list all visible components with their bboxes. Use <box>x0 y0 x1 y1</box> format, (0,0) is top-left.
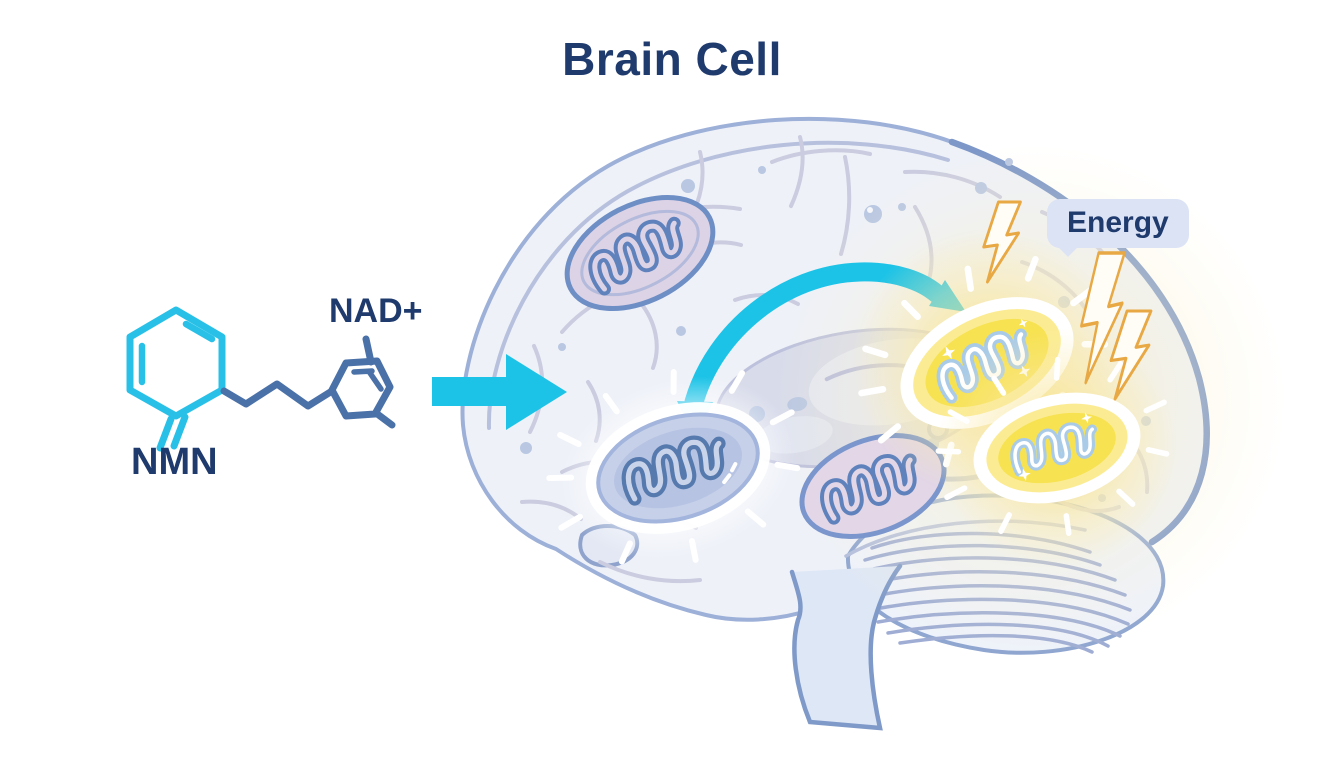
nad-label: NAD+ <box>329 292 423 330</box>
nmn-molecule <box>126 306 396 452</box>
nmn-ring <box>126 306 226 420</box>
brain-stem <box>789 563 903 731</box>
energy-label: Energy <box>1067 206 1169 239</box>
mitochondrion-energized-secondary <box>912 328 1203 568</box>
molecule-chain <box>220 380 336 410</box>
mitochondrion-resting-top <box>564 194 716 312</box>
cortex-inner-line <box>486 140 950 430</box>
page-title: Brain Cell <box>562 33 782 85</box>
right-arrow-icon <box>432 354 567 430</box>
nmn-label: NMN <box>131 441 218 483</box>
nad-ring <box>328 357 394 420</box>
mitochondrion-activating <box>527 343 824 595</box>
nmn-double-bond <box>156 413 189 452</box>
energy-badge: Energy <box>1047 199 1189 248</box>
nad-substituents <box>362 335 396 429</box>
